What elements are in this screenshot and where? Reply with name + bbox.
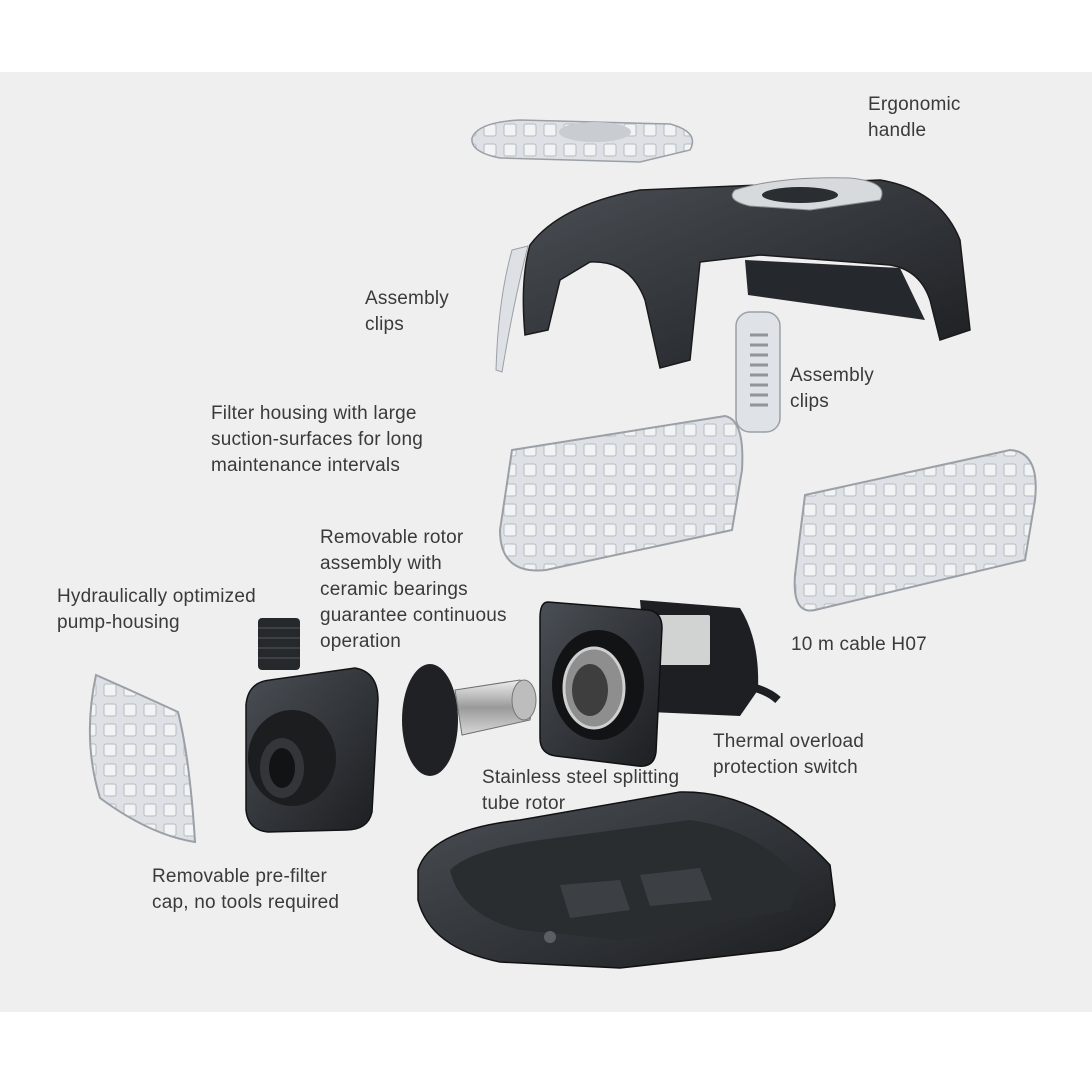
motor-unit (539, 600, 781, 767)
assembly-clip-right (735, 311, 781, 433)
prefilter-cap-grille (88, 673, 197, 844)
base-tray (417, 791, 836, 969)
filter-grille-center (498, 414, 744, 572)
stainless-rotor (402, 664, 537, 776)
top-grille (471, 119, 694, 163)
assembly-clip-left (495, 245, 529, 373)
label-cable: 10 m cable H07 (791, 634, 927, 655)
pump-housing (245, 618, 379, 833)
ergonomic-handle-cover (522, 177, 971, 369)
filter-grille-right (793, 448, 1037, 612)
